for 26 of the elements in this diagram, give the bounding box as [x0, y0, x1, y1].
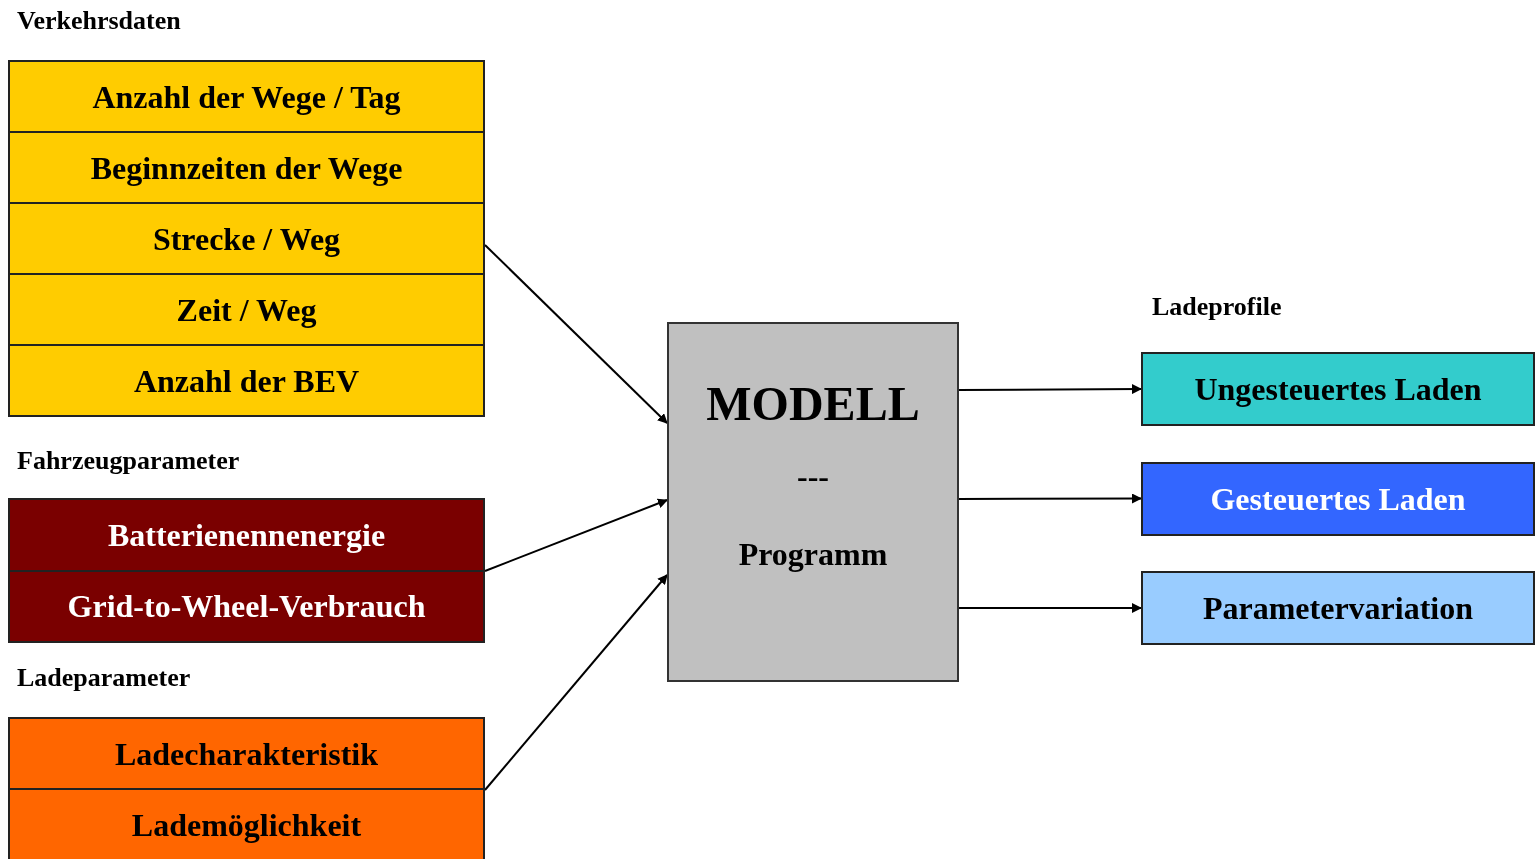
parameter-box: Strecke / Weg [8, 202, 485, 275]
parameter-box: Lademöglichkeit [8, 788, 485, 859]
arrow [958, 603, 1142, 613]
parameter-box: Zeit / Weg [8, 273, 485, 346]
group-heading: Fahrzeugparameter [17, 446, 240, 476]
arrow [958, 384, 1142, 395]
arrow [484, 244, 668, 424]
parameter-box: Grid-to-Wheel-Verbrauch [8, 569, 485, 643]
arrow [484, 574, 668, 791]
model-text: Programm [737, 535, 889, 574]
group-heading: Ladeparameter [17, 663, 191, 693]
parameter-box: Beginnzeiten der Wege [8, 131, 485, 204]
group-heading: Verkehrsdaten [17, 6, 181, 36]
model-text: --- [797, 458, 829, 494]
arrow [958, 493, 1142, 504]
parameter-box: Parametervariation [1141, 571, 1535, 645]
model-box [667, 322, 959, 682]
group-heading: Ladeprofile [1152, 292, 1282, 322]
model-text: MODELL [706, 376, 920, 432]
parameter-box: Anzahl der Wege / Tag [8, 60, 485, 133]
arrow [484, 498, 668, 572]
parameter-box: Ungesteuertes Laden [1141, 352, 1535, 426]
parameter-box: Gesteuertes Laden [1141, 461, 1535, 536]
parameter-box: Anzahl der BEV [8, 344, 485, 417]
parameter-box: Batterienennenergie [8, 498, 485, 572]
parameter-box: Ladecharakteristik [8, 717, 485, 790]
